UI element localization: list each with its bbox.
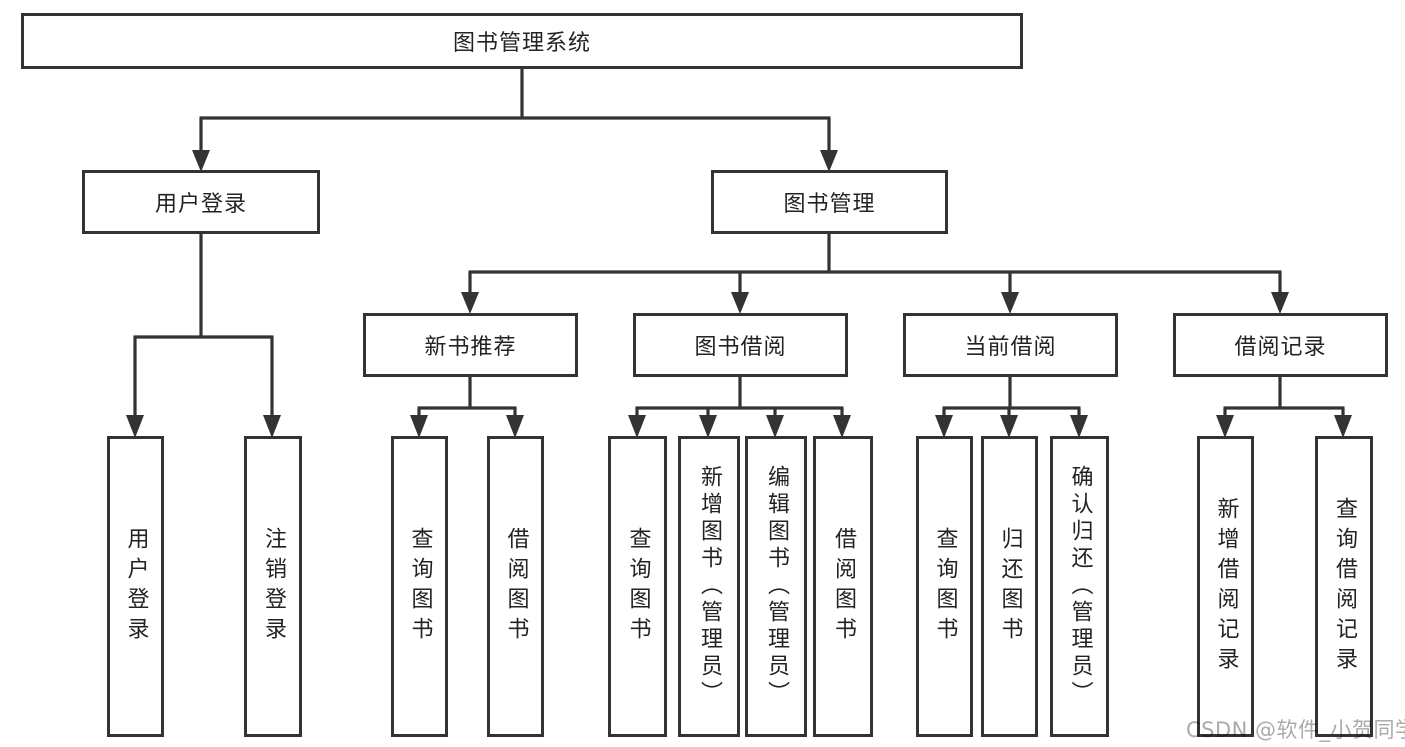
leaf-return-books: 归还图书	[981, 436, 1038, 737]
leaf-query-books-borrow: 查询图书	[608, 436, 667, 737]
node-book-management: 图书管理	[711, 170, 948, 234]
node-label: 查询图书	[407, 526, 433, 647]
connector-user-login	[133, 233, 274, 416]
arrowhead	[731, 292, 749, 314]
node-label: 当前借阅	[964, 335, 1057, 360]
leaf-add-borrow-record: 新增借阅记录	[1197, 436, 1254, 737]
arrowhead	[833, 415, 851, 438]
leaf-query-borrow-record: 查询借阅记录	[1315, 436, 1373, 737]
node-label: 新增图书（管理员）	[697, 465, 722, 708]
node-label: 确认归还（管理员）	[1067, 465, 1093, 708]
arrowhead	[820, 150, 838, 172]
node-label: 查询借阅记录	[1332, 496, 1357, 677]
arrowhead	[126, 415, 144, 438]
arrowhead	[461, 292, 479, 314]
node-label: 新书推荐	[424, 335, 517, 360]
leaf-logout: 注销登录	[244, 436, 302, 737]
connector-cur-borrow	[942, 376, 1081, 416]
node-label: 借阅图书	[831, 526, 856, 647]
node-label: 查询图书	[625, 526, 651, 647]
arrowhead	[1216, 415, 1234, 438]
leaf-edit-books-admin: 编辑图书（管理员）	[745, 436, 807, 737]
arrowhead	[1271, 292, 1289, 314]
node-root-system: 图书管理系统	[21, 13, 1023, 69]
node-book-borrow: 图书借阅	[633, 313, 848, 377]
arrowhead	[766, 415, 784, 438]
arrowhead	[628, 415, 646, 438]
connector-book-borrow	[635, 376, 844, 416]
node-label: 借阅图书	[503, 526, 529, 647]
node-label: 归还图书	[997, 526, 1023, 647]
connector-new-rec	[417, 376, 517, 416]
connector-book-mgmt	[468, 233, 1282, 293]
node-label: 借阅记录	[1234, 335, 1327, 360]
node-label: 图书借阅	[694, 335, 787, 360]
leaf-borrow-books: 借阅图书	[813, 436, 873, 737]
connector-root	[199, 68, 831, 151]
node-new-book-recommend: 新书推荐	[363, 313, 578, 377]
node-label: 注销登录	[261, 526, 286, 647]
node-user-login: 用户登录	[82, 170, 320, 234]
leaf-borrow-books-recommend: 借阅图书	[487, 436, 544, 737]
arrowhead	[1070, 415, 1088, 438]
leaf-query-books-current: 查询图书	[916, 436, 973, 737]
leaf-add-books-admin: 新增图书（管理员）	[678, 436, 740, 737]
node-label: 新增借阅记录	[1213, 496, 1239, 677]
node-label: 用户登录	[154, 192, 247, 217]
node-label: 图书管理	[783, 192, 876, 217]
arrowhead	[192, 150, 210, 172]
node-borrow-records: 借阅记录	[1173, 313, 1388, 377]
node-label: 用户登录	[123, 526, 149, 647]
node-label: 编辑图书（管理员）	[764, 465, 789, 708]
arrowhead	[1334, 415, 1352, 438]
node-current-borrow: 当前借阅	[903, 313, 1118, 377]
connector-borrow-rec	[1223, 376, 1345, 416]
arrowhead	[699, 415, 717, 438]
leaf-confirm-return-admin: 确认归还（管理员）	[1050, 436, 1109, 737]
node-label: 查询图书	[932, 526, 958, 647]
arrowhead	[1001, 292, 1019, 314]
csdn-watermark: CSDN @软件_小贺同学	[1186, 718, 1405, 742]
arrowhead	[263, 415, 281, 438]
arrowhead	[410, 415, 428, 438]
arrowhead	[1000, 415, 1018, 438]
arrowhead	[935, 415, 953, 438]
leaf-user-login: 用户登录	[107, 436, 164, 737]
leaf-query-books-recommend: 查询图书	[391, 436, 448, 737]
arrowhead	[506, 415, 524, 438]
node-label: 图书管理系统	[452, 31, 591, 56]
arrowheads	[126, 150, 1352, 438]
